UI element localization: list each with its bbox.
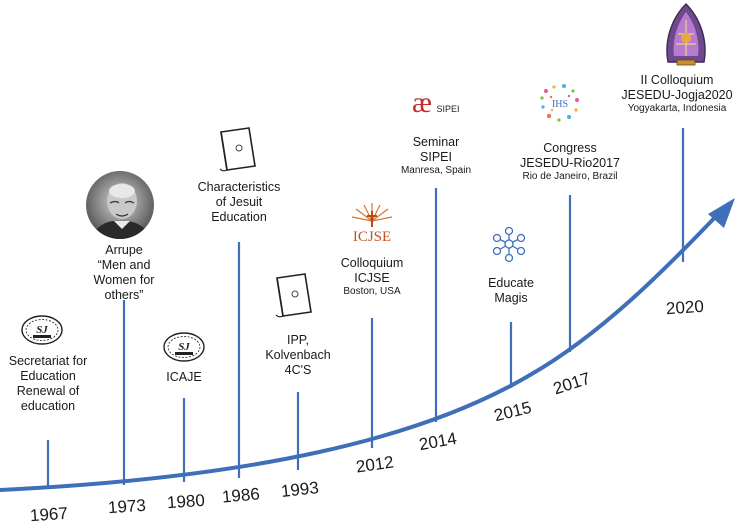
timeline-stems <box>46 128 685 488</box>
event-text: of Jesuit <box>215 195 263 209</box>
arrupe-portrait <box>86 171 154 239</box>
event-location: Manresa, Spain <box>400 165 472 176</box>
event-label-2015: Educate Magis <box>476 276 546 306</box>
event-text: JESEDU-Jogja2020 <box>621 88 733 102</box>
event-text: Women for <box>93 273 155 287</box>
event-text: Renewal of <box>16 384 80 398</box>
event-location: Boston, USA <box>343 286 401 297</box>
svg-text:SJ: SJ <box>36 324 48 336</box>
svg-text:SIPEI: SIPEI <box>436 104 459 114</box>
event-label-2017: Congress JESEDU-Rio2017 Rio de Janeiro, … <box>505 141 635 183</box>
sj-seal-icon: SJ <box>21 315 63 345</box>
event-text: ICJSE <box>354 271 390 285</box>
timeline-curve <box>0 208 724 492</box>
book-icon <box>219 127 256 172</box>
svg-text:IHS: IHS <box>552 99 568 110</box>
event-text: Kolvenbach <box>265 348 331 362</box>
year-label-1980: 1980 <box>166 490 206 513</box>
event-text: Characteristics <box>197 180 281 194</box>
event-text: Arrupe <box>105 243 143 257</box>
event-text: Secretariat for <box>8 354 88 368</box>
event-text: JESEDU-Rio2017 <box>519 156 621 170</box>
event-location: Rio de Janeiro, Brazil <box>522 171 618 182</box>
event-text: education <box>20 399 76 413</box>
year-label-1973: 1973 <box>107 495 147 518</box>
year-label-1967: 1967 <box>29 503 69 526</box>
event-text: SIPEI <box>420 150 452 164</box>
event-label-2020: II Colloquium JESEDU-Jogja2020 Yogyakart… <box>618 73 736 115</box>
gunungan-icon <box>666 3 706 66</box>
network-icon <box>492 226 526 263</box>
event-label-2014: Seminar SIPEI Manresa, Spain <box>386 135 486 177</box>
year-label-1986: 1986 <box>221 484 261 507</box>
event-text: Educate <box>488 276 534 290</box>
timeline-arrowhead <box>708 198 735 228</box>
event-text: Education <box>211 210 267 224</box>
event-text: Seminar <box>412 135 460 149</box>
jesedu-rio-logo: IHS <box>540 84 579 122</box>
year-label-2020: 2020 <box>665 296 705 319</box>
event-label-1980: ICAJE <box>154 370 214 385</box>
event-text: Colloquium <box>340 256 404 270</box>
event-text: ICAJE <box>166 370 202 384</box>
event-text: 4C'S <box>284 363 312 377</box>
svg-text:æ: æ <box>412 86 432 119</box>
event-label-1967: Secretariat for Education Renewal of edu… <box>2 354 94 414</box>
sj-seal-icon: SJ <box>163 332 205 362</box>
event-text: Magis <box>494 291 528 305</box>
event-text: Congress <box>543 141 597 155</box>
svg-text:SJ: SJ <box>178 341 190 353</box>
icjse-logo: ICJSE <box>351 203 393 245</box>
event-location: Yogyakarta, Indonesia <box>627 103 727 114</box>
event-text: IPP, <box>286 333 309 347</box>
event-label-1986: Characteristics of Jesuit Education <box>189 180 289 225</box>
sipei-logo: æ SIPEI <box>412 86 460 119</box>
event-text: others” <box>104 288 144 302</box>
book-icon <box>275 273 312 318</box>
event-text: Education <box>20 369 76 383</box>
svg-text:ICJSE: ICJSE <box>353 229 391 245</box>
event-label-1973: Arrupe “Men and Women for others” <box>82 243 166 303</box>
event-text: II Colloquium <box>640 73 714 87</box>
event-label-2012: Colloquium ICJSE Boston, USA <box>327 256 417 298</box>
event-text: “Men and <box>97 258 151 272</box>
event-label-1993: IPP, Kolvenbach 4C'S <box>258 333 338 378</box>
year-label-1993: 1993 <box>280 478 320 501</box>
